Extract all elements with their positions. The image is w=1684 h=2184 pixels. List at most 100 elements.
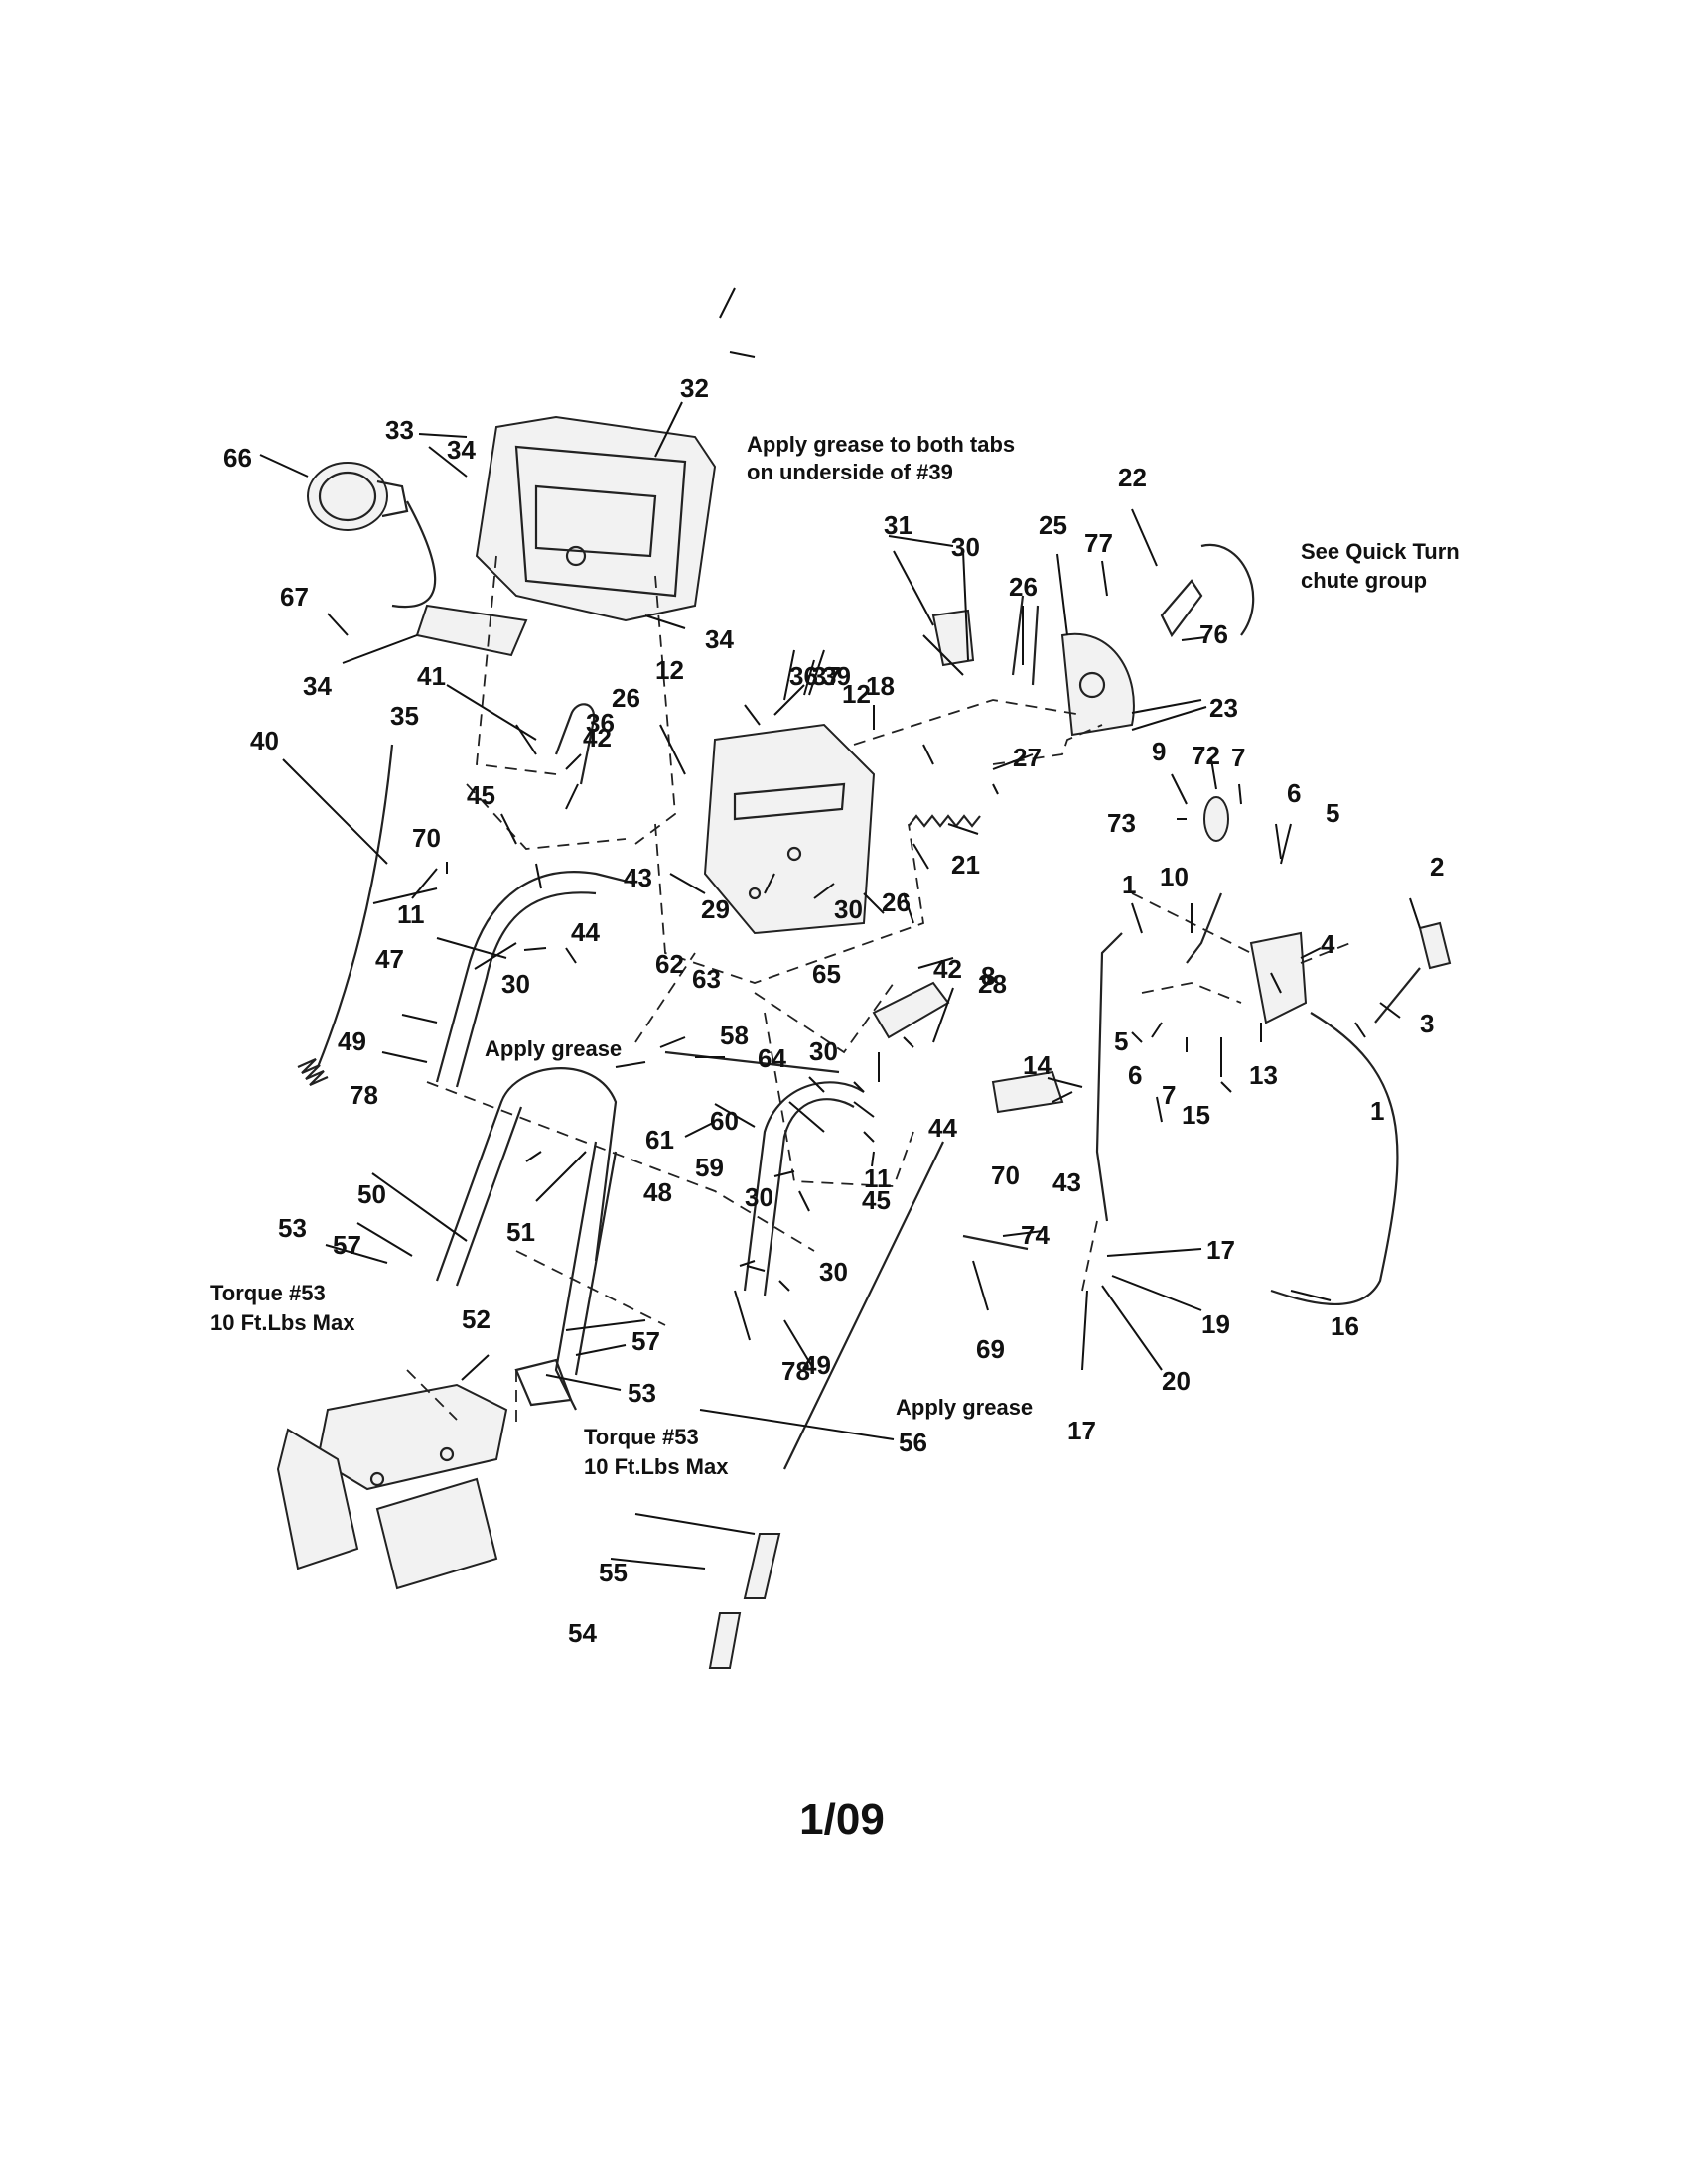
assembly-dashed-lines: [406, 555, 1351, 1430]
callout-label: 18: [866, 671, 895, 701]
note-apply-grease-left: Apply grease: [485, 1036, 622, 1061]
callout-label: 35: [390, 701, 419, 731]
callout-label: 3: [1420, 1009, 1434, 1038]
lower-handle-left: [435, 1067, 618, 1282]
callout-label: 2: [1430, 852, 1444, 882]
callout-label: 30: [501, 969, 530, 999]
note-torque-right-line2: 10 Ft.Lbs Max: [584, 1454, 729, 1479]
chassis-plate: [276, 1383, 508, 1590]
callout-labels: 1 1 2 3 4 5 5 6 6 7 7 8 9 10 11 11 12 12…: [223, 373, 1444, 1648]
callout-label: 34: [447, 435, 476, 465]
shaft-61: [664, 1050, 840, 1074]
callout-label: 15: [1182, 1100, 1210, 1130]
grip-8: [872, 981, 950, 1039]
callout-label: 53: [278, 1213, 307, 1243]
callout-label: 30: [951, 532, 980, 562]
callout-label: 40: [250, 726, 279, 755]
note-quick-turn-line1: See Quick Turn: [1301, 539, 1460, 564]
callout-label: 55: [599, 1558, 628, 1587]
callout-label: 20: [1162, 1366, 1191, 1396]
callout-label: 41: [417, 661, 446, 691]
lens-pad: [415, 604, 528, 657]
callout-label: 30: [819, 1257, 848, 1287]
knob-9: [1203, 796, 1229, 842]
upper-handle-right: [743, 1081, 865, 1292]
callout-label: 6: [1287, 778, 1301, 808]
note-grease-tabs-line1: Apply grease to both tabs: [747, 432, 1015, 457]
callout-label: 47: [375, 944, 404, 974]
headlight: [307, 462, 437, 609]
callout-label: 52: [462, 1304, 491, 1334]
callout-label: 54: [568, 1618, 597, 1648]
callout-label: 1: [1370, 1096, 1384, 1126]
callout-label: 10: [1160, 862, 1189, 891]
callout-label: 48: [643, 1177, 672, 1207]
callout-label: 76: [1199, 619, 1228, 649]
callout-label: 14: [1023, 1050, 1052, 1080]
callout-label: 19: [1201, 1309, 1230, 1339]
callout-label: 67: [280, 582, 309, 612]
callout-label: 69: [976, 1334, 1005, 1364]
bracket-13: [1249, 931, 1308, 1024]
callout-label: 49: [802, 1350, 831, 1380]
callout-label: 8: [981, 961, 995, 991]
callout-label: 70: [991, 1160, 1020, 1190]
callout-label: 21: [951, 850, 980, 880]
note-quick-turn-line2: chute group: [1301, 568, 1427, 593]
callout-label: 28: [978, 969, 1007, 999]
callout-label: 7: [1231, 743, 1245, 772]
callout-label: 61: [645, 1125, 674, 1155]
callout-label: 16: [1331, 1311, 1359, 1341]
callout-label: 74: [1021, 1220, 1050, 1250]
callout-label: 23: [1209, 693, 1238, 723]
part-74: [962, 1234, 1029, 1251]
callout-label: 44: [928, 1113, 957, 1143]
callout-label: 62: [655, 949, 684, 979]
callout-label: 78: [781, 1356, 810, 1386]
callout-label: 36: [586, 708, 615, 738]
grip-55: [743, 1533, 781, 1599]
callout-label: 11: [397, 899, 425, 929]
note-torque-left-line2: 10 Ft.Lbs Max: [210, 1310, 355, 1335]
callout-label: 57: [333, 1230, 361, 1260]
callout-label: 5: [1326, 798, 1339, 828]
note-torque-left-line1: Torque #53: [210, 1281, 326, 1305]
page-date-code: 1/09: [799, 1795, 885, 1843]
callout-label: 17: [1067, 1416, 1096, 1445]
callout-label: 65: [812, 959, 841, 989]
cable-16: [1270, 1012, 1399, 1305]
callout-label: 37: [812, 661, 841, 691]
callout-label: 59: [695, 1153, 724, 1182]
callout-label: 32: [680, 373, 709, 403]
dash-panel-housing: [475, 415, 717, 622]
callout-label: 43: [624, 863, 652, 892]
callout-label: 12: [655, 655, 684, 685]
callout-label: 30: [745, 1182, 773, 1212]
callout-label: 56: [899, 1428, 927, 1457]
leader-lines: [259, 287, 1421, 1570]
grip-54: [708, 1612, 742, 1669]
shift-rod-14: [1095, 932, 1123, 1222]
callout-label: 45: [862, 1185, 891, 1215]
callout-label: 58: [720, 1021, 749, 1050]
cable-56: [783, 1141, 944, 1470]
callout-label: 27: [1013, 743, 1042, 772]
lever-41: [554, 703, 596, 785]
callout-label: 78: [350, 1080, 378, 1110]
callout-label: 4: [1321, 929, 1335, 959]
callout-label: 66: [223, 443, 252, 473]
note-grease-tabs-line2: on underside of #39: [747, 460, 953, 484]
note-torque-right-line1: Torque #53: [584, 1425, 699, 1449]
callout-label: 43: [1052, 1167, 1081, 1197]
chute-control-bracket: [703, 723, 876, 935]
callout-label: 17: [1206, 1235, 1235, 1265]
note-apply-grease-bottom: Apply grease: [896, 1395, 1033, 1420]
callout-label: 25: [1039, 510, 1067, 540]
callout-label: 7: [1162, 1080, 1176, 1110]
callout-label: 49: [338, 1026, 366, 1056]
callout-label: 12: [842, 679, 871, 709]
lever-2: [1418, 921, 1452, 970]
callout-label: 26: [1009, 572, 1038, 602]
callout-label: 73: [1107, 808, 1136, 838]
callout-label: 13: [1249, 1060, 1278, 1090]
